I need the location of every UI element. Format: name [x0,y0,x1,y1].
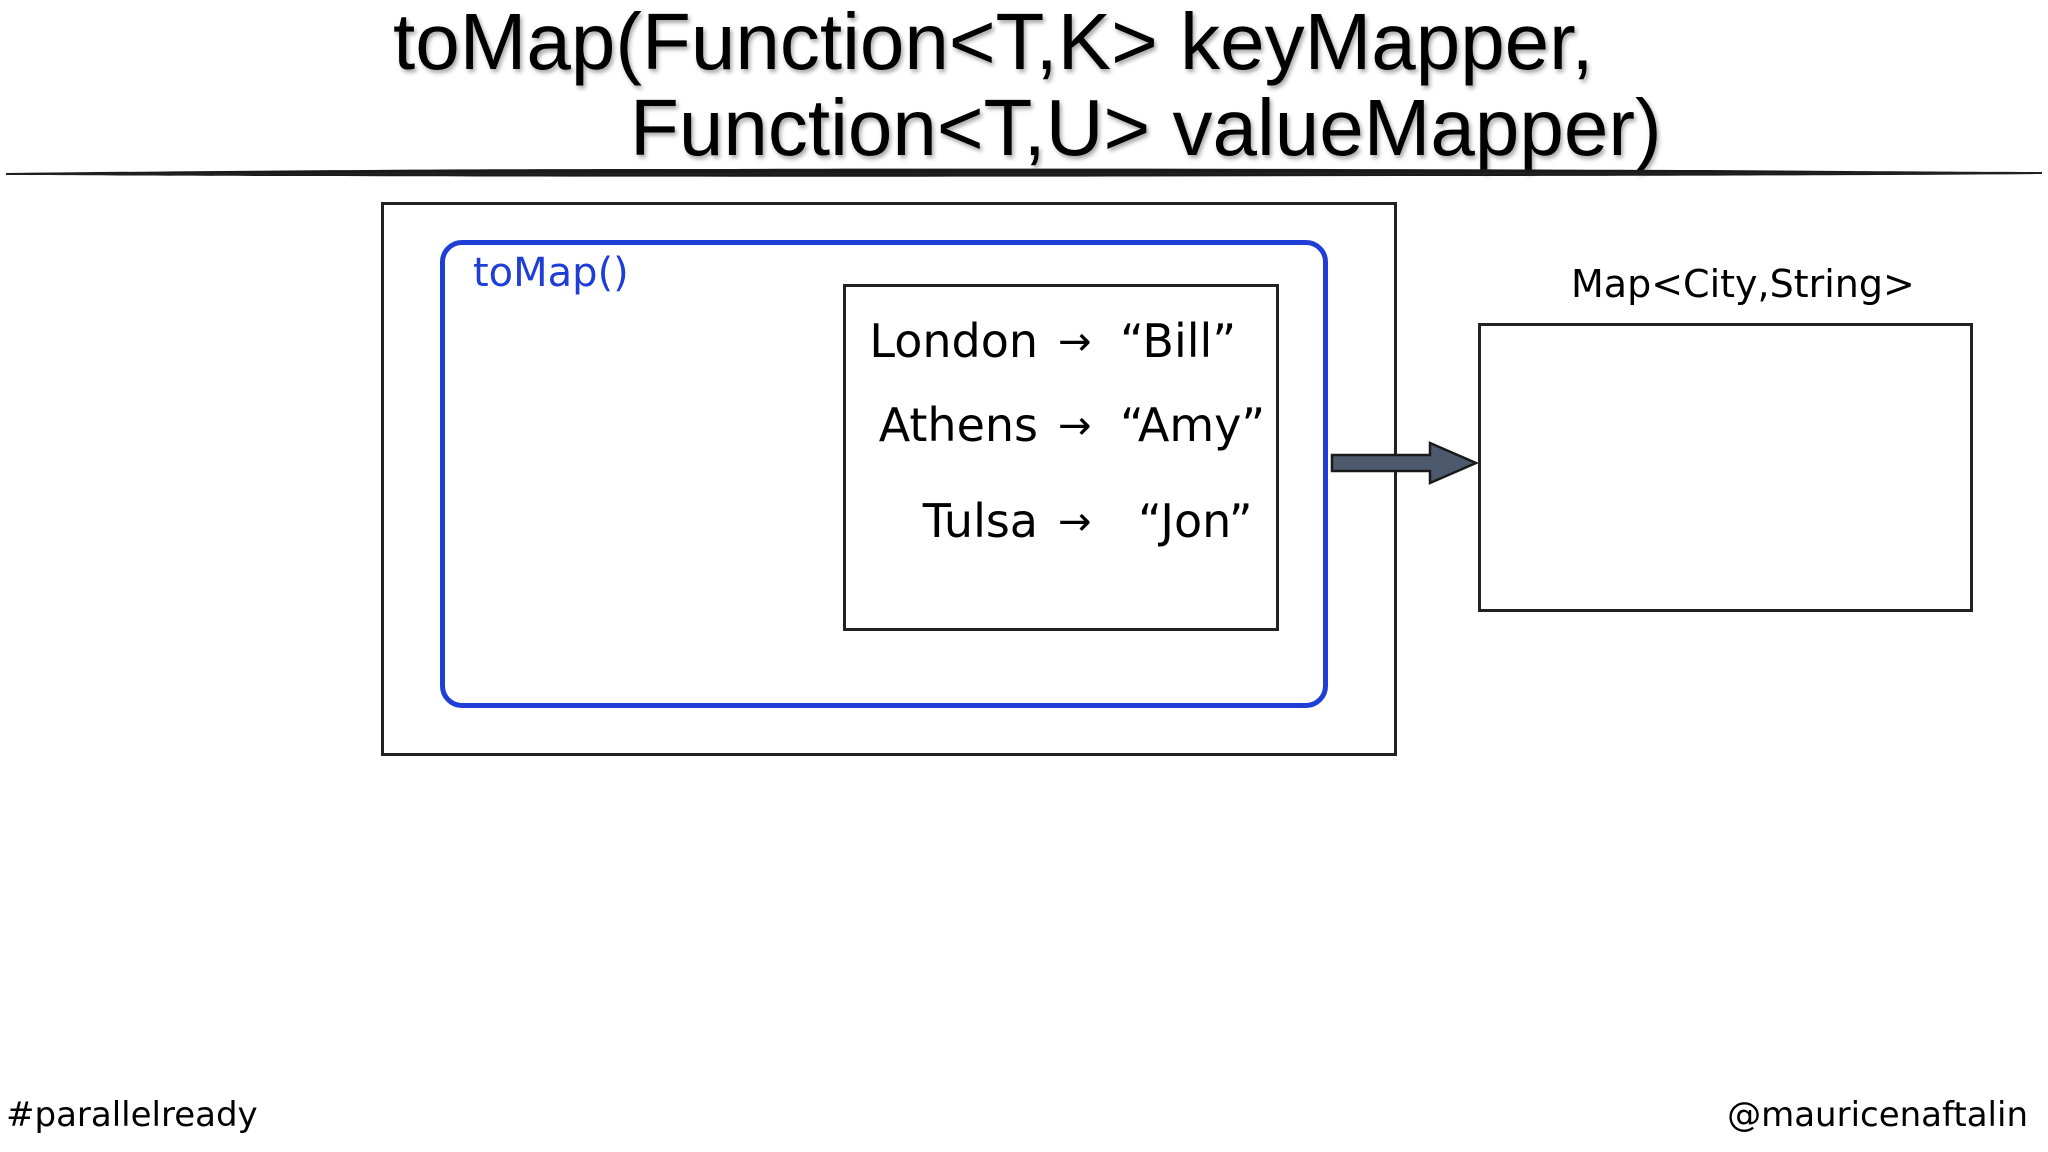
right-arrow-icon: → [1058,319,1092,365]
footer-hashtag: #parallelready [6,1095,258,1135]
slide-title-line-1: toMap(Function<T,K> keyMapper, [393,0,1594,86]
result-map-label: Map<City,String> [1571,262,1915,306]
entry-key: Athens [878,398,1038,452]
entry-key: Tulsa [922,494,1038,548]
entry-value: “Amy” [1120,398,1266,452]
entry-value: “Bill” [1120,314,1237,368]
result-map-box [1478,323,1973,612]
entry-value: “Jon” [1138,494,1253,548]
right-arrow-icon: → [1058,403,1092,449]
collector-box [440,240,1328,708]
flow-arrow-icon [1330,441,1480,485]
right-arrow-icon: → [1058,499,1092,545]
entries-box [843,284,1279,631]
slide-title-line-2: Function<T,U> valueMapper) [630,83,1662,172]
entry-key: London [869,314,1038,368]
title-divider [6,168,2042,177]
collector-label: toMap() [473,250,629,296]
footer-handle: @mauricenaftalin [1727,1095,2028,1135]
